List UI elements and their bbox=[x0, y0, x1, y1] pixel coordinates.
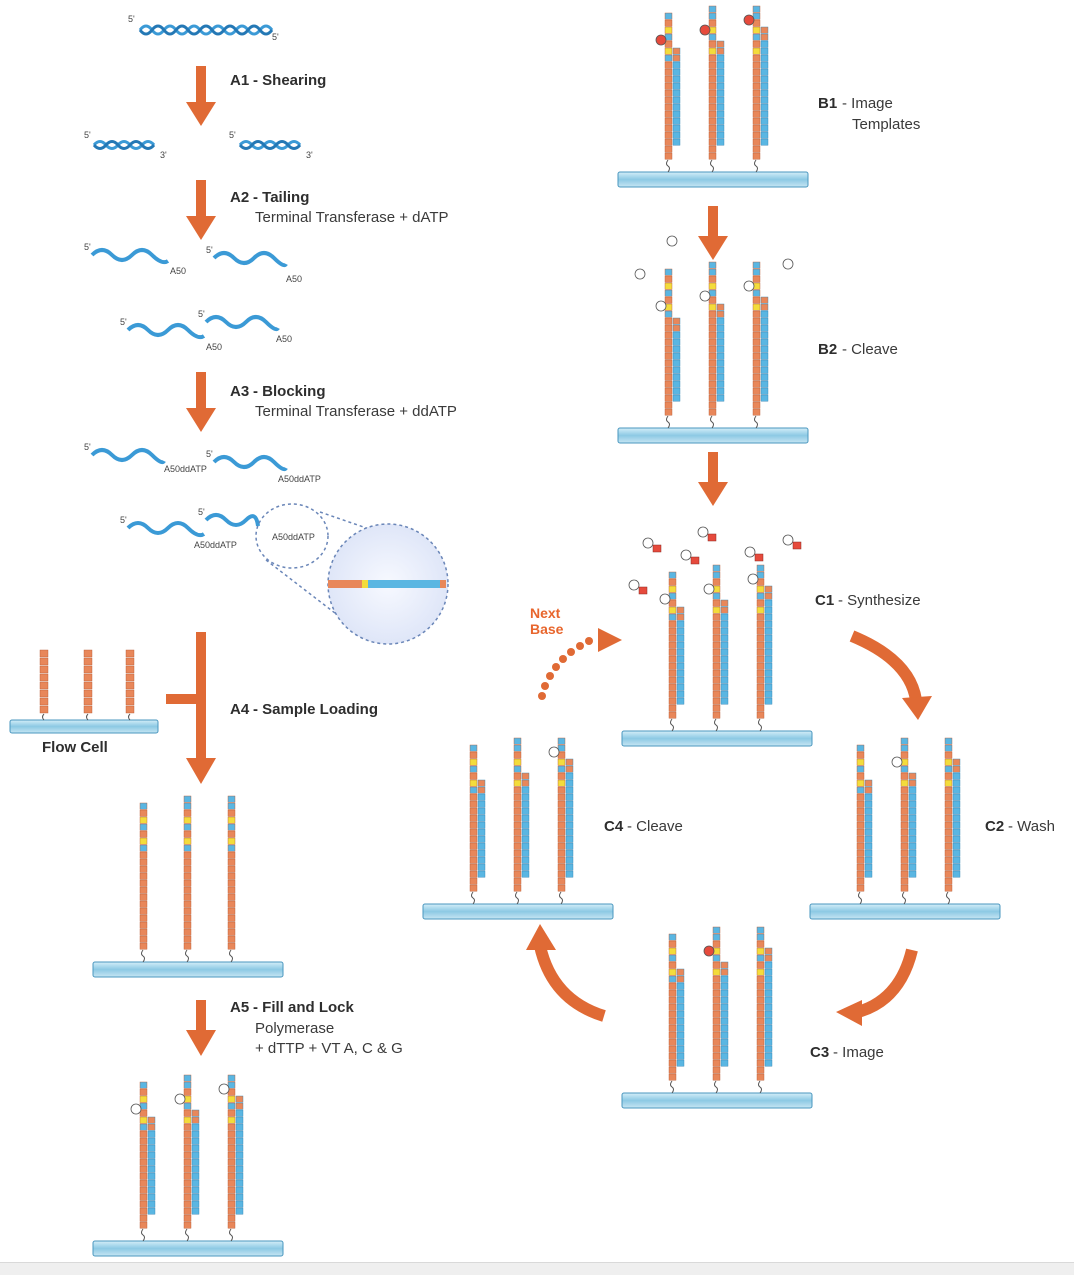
arrow-down-b2 bbox=[698, 452, 728, 506]
svg-text:5': 5' bbox=[198, 309, 205, 319]
next-base-arrow bbox=[538, 628, 622, 700]
step-b1-title: - Image bbox=[842, 95, 893, 112]
step-a1-title: - Shearing bbox=[253, 72, 326, 89]
five-prime-label: 5' bbox=[128, 14, 135, 24]
svg-text:A50ddATP: A50ddATP bbox=[278, 474, 321, 484]
blocked-strands bbox=[90, 448, 288, 538]
step-a2-code: A2 bbox=[230, 189, 249, 206]
svg-text:A50ddATP: A50ddATP bbox=[194, 540, 237, 550]
arrow-down-a2 bbox=[186, 180, 216, 240]
dna-helix-full: 5' 5' bbox=[128, 14, 279, 42]
arrow-down-a4 bbox=[166, 632, 216, 784]
template-group-a5 bbox=[92, 1074, 284, 1257]
template-group-a4 bbox=[92, 795, 284, 978]
dna-fragments-sheared: 5' 3' 5' 3' bbox=[84, 130, 313, 160]
step-b2-title: - Cleave bbox=[842, 341, 898, 358]
svg-text:3': 3' bbox=[306, 150, 313, 160]
step-c3-title: - Image bbox=[833, 1044, 884, 1061]
svg-text:5': 5' bbox=[206, 245, 213, 255]
svg-text:5': 5' bbox=[84, 442, 91, 452]
svg-text:3': 3' bbox=[160, 150, 167, 160]
svg-text:5': 5' bbox=[229, 130, 236, 140]
five-prime-label: 5' bbox=[272, 32, 279, 42]
svg-text:5': 5' bbox=[206, 449, 213, 459]
template-group-c3 bbox=[621, 926, 813, 1109]
step-c4-title: - Cleave bbox=[627, 818, 683, 835]
next-base-line1: Next bbox=[530, 605, 561, 621]
next-base-line2: Base bbox=[530, 621, 564, 637]
step-a5-detail2: + dTTP + VT A, C & G bbox=[255, 1040, 403, 1057]
cycle-arrowhead-c4 bbox=[526, 924, 556, 950]
step-a3-code: A3 bbox=[230, 383, 249, 400]
flow-cell-label: Flow Cell bbox=[42, 739, 108, 756]
svg-text:5': 5' bbox=[120, 317, 127, 327]
bottom-bar bbox=[0, 1262, 1074, 1275]
svg-text:5': 5' bbox=[84, 242, 91, 252]
arrow-down-a3 bbox=[186, 372, 216, 432]
svg-text:A50ddATP: A50ddATP bbox=[164, 464, 207, 474]
cycle-arrowhead-c3 bbox=[836, 1000, 862, 1026]
svg-text:A50: A50 bbox=[206, 342, 222, 352]
free-nucleotides bbox=[628, 235, 802, 595]
zoom-callout bbox=[255, 503, 449, 645]
step-b1-detail: Templates bbox=[852, 116, 920, 133]
cycle-arrows bbox=[534, 630, 922, 1022]
step-c2-title: - Wash bbox=[1008, 818, 1055, 835]
template-group-b1 bbox=[617, 5, 809, 188]
step-a2-title: - Tailing bbox=[253, 189, 309, 206]
svg-text:A50: A50 bbox=[170, 266, 186, 276]
cycle-arrowhead-c1 bbox=[902, 696, 932, 720]
step-a3-detail: Terminal Transferase + ddATP bbox=[255, 403, 457, 420]
svg-text:A50: A50 bbox=[276, 334, 292, 344]
tailed-strands bbox=[90, 248, 288, 340]
step-a5-detail1: Polymerase bbox=[255, 1020, 334, 1037]
arrow-down-b1 bbox=[698, 206, 728, 260]
step-a2-detail: Terminal Transferase + dATP bbox=[255, 209, 449, 226]
svg-text:5': 5' bbox=[84, 130, 91, 140]
arrow-down-a1 bbox=[186, 66, 216, 126]
step-a4-code: A4 bbox=[230, 701, 250, 718]
step-c2-code: C2 bbox=[985, 818, 1004, 835]
step-c4-code: C4 bbox=[604, 818, 624, 835]
svg-text:A50: A50 bbox=[286, 274, 302, 284]
template-group-c2 bbox=[809, 737, 1001, 920]
step-a1-code: A1 bbox=[230, 72, 249, 89]
svg-text:5': 5' bbox=[198, 507, 205, 517]
template-group-c4 bbox=[422, 737, 614, 920]
arrow-down-a5 bbox=[186, 1000, 216, 1056]
step-c1-title: - Synthesize bbox=[838, 592, 921, 609]
step-a3-title: - Blocking bbox=[253, 383, 326, 400]
step-c3-code: C3 bbox=[810, 1044, 829, 1061]
step-b1-code: B1 bbox=[818, 95, 837, 112]
template-group-c1 bbox=[621, 564, 813, 747]
step-a4-title: - Sample Loading bbox=[253, 701, 378, 718]
svg-text:5': 5' bbox=[120, 515, 127, 525]
flow-cell-initial bbox=[9, 649, 159, 734]
strand-layer bbox=[92, 5, 1001, 1257]
step-a5-title: - Fill and Lock bbox=[253, 999, 354, 1016]
step-b2-code: B2 bbox=[818, 341, 837, 358]
template-group-b2 bbox=[617, 261, 809, 444]
step-c1-code: C1 bbox=[815, 592, 834, 609]
step-a5-code: A5 bbox=[230, 999, 249, 1016]
svg-text:A50ddATP: A50ddATP bbox=[272, 532, 315, 542]
